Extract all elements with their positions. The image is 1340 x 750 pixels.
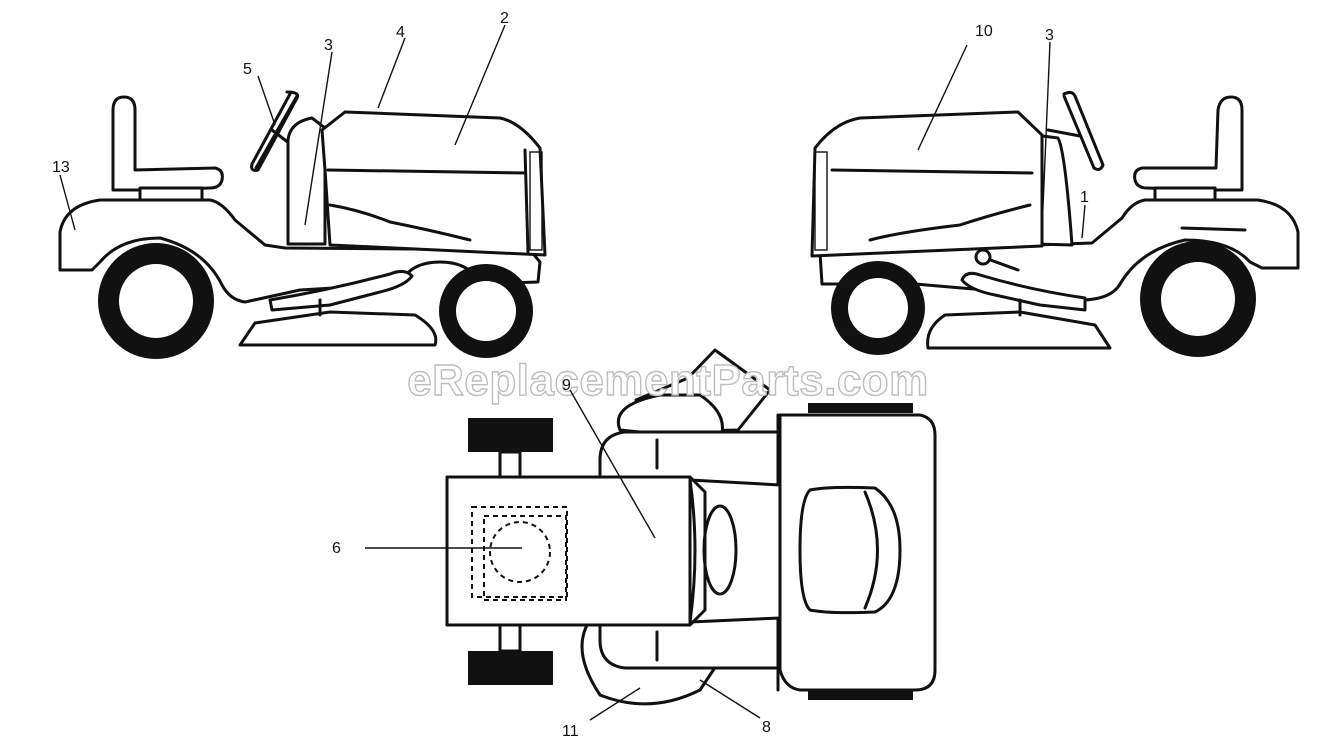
leader-lines	[59, 24, 1086, 721]
callout-9: 9	[562, 377, 571, 394]
tractor-left-side-view	[58, 90, 547, 359]
seat-back	[111, 95, 224, 192]
hood	[810, 110, 1044, 258]
rear-fender	[58, 198, 542, 304]
callout-13: 13	[52, 159, 70, 176]
callout-5: 5	[243, 61, 252, 78]
callout-8: 8	[762, 719, 771, 736]
tractor-right-side-view	[810, 90, 1300, 357]
hood	[320, 110, 547, 257]
callout-4: 4	[396, 24, 405, 41]
watermark-text: eReplacementParts.com	[407, 356, 929, 405]
callout-11: 11	[562, 723, 579, 740]
tractor-top-view	[445, 348, 937, 706]
callout-3-left: 3	[324, 37, 333, 54]
callout-labels: 13 5 3 4 2 10 3 1 9 6 11 8	[52, 10, 1089, 740]
callout-3-right: 3	[1045, 27, 1054, 44]
callout-6: 6	[332, 540, 341, 557]
callout-2: 2	[500, 10, 509, 27]
seat-back	[1133, 95, 1244, 192]
callout-1: 1	[1080, 189, 1089, 206]
callout-10: 10	[975, 23, 993, 40]
